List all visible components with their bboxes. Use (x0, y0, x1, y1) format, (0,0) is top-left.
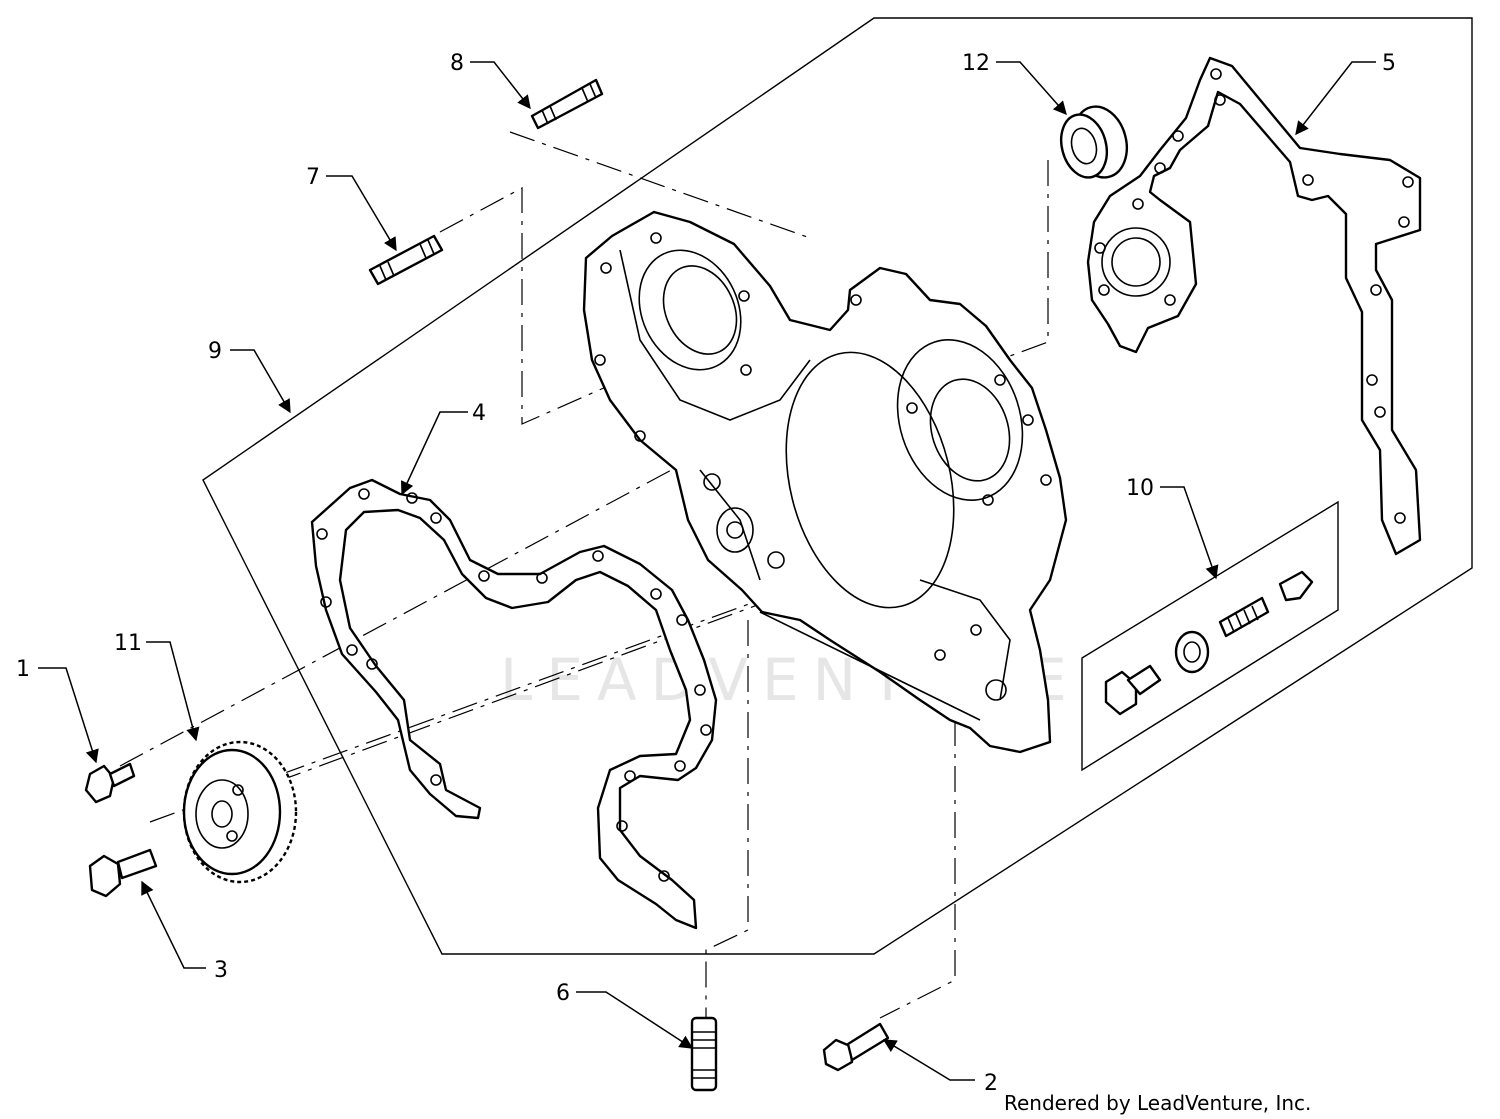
callout-11: 11 (114, 631, 142, 656)
idler-gear (182, 740, 298, 884)
callout-12: 12 (962, 51, 990, 76)
callout-8: 8 (450, 51, 464, 76)
alignment-lines (119, 131, 1049, 1020)
bolt-3 (88, 848, 158, 898)
callout-7: 7 (306, 165, 320, 190)
seal (1059, 105, 1128, 179)
relief-valve-kit (1104, 570, 1314, 716)
stud-6 (690, 1016, 718, 1092)
kit-group-box (1081, 500, 1339, 772)
stud-7 (368, 234, 444, 286)
callout-5: 5 (1382, 51, 1396, 76)
leader-lines (38, 61, 1376, 1081)
bolt-2 (822, 1022, 890, 1072)
callout-2: 2 (984, 1071, 998, 1096)
callout-1: 1 (16, 657, 30, 682)
gasket-front (310, 478, 718, 930)
callout-9: 9 (208, 339, 222, 364)
bolt-1 (84, 762, 136, 804)
callout-6: 6 (556, 981, 570, 1006)
timing-cover-housing (582, 210, 1068, 754)
callout-10: 10 (1126, 476, 1154, 501)
assembly-group-outline (202, 17, 1473, 955)
callout-4: 4 (472, 401, 486, 426)
callout-3: 3 (214, 958, 228, 983)
stud-8 (530, 78, 604, 130)
render-credit: Rendered by LeadVenture, Inc. (1004, 1091, 1311, 1115)
gasket-rear (1086, 56, 1422, 556)
